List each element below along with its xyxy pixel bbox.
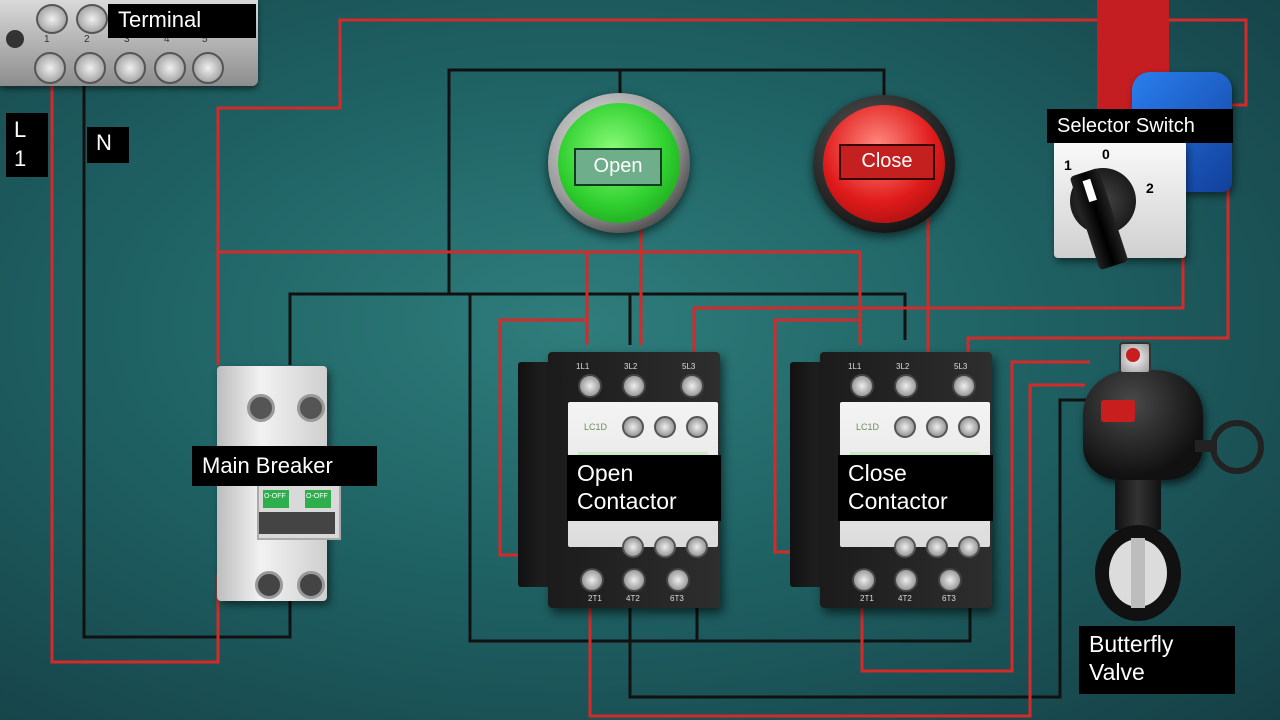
close-contactor-label: Close Contactor — [838, 455, 993, 521]
l1-label: L 1 — [6, 113, 48, 177]
open-contactor-mark-6t3: 6T3 — [670, 594, 684, 603]
terminal-number-1: 1 — [44, 34, 50, 45]
close-contactor-mark-1l1: 1L1 — [848, 362, 862, 371]
selector-position-2: 2 — [1146, 180, 1154, 196]
terminal-screw-4 — [154, 52, 186, 84]
l1-label-line2: 1 — [14, 146, 27, 171]
terminal-number-2: 2 — [84, 34, 90, 45]
selector-switch-label: Selector Switch — [1047, 109, 1233, 143]
butterfly-valve — [1075, 340, 1270, 630]
open-contactor-bottom-terminals: 2T1 4T2 6T3 — [576, 564, 716, 604]
open-contactor-label-line2: Contactor — [577, 488, 677, 514]
handwheel[interactable] — [1210, 420, 1264, 474]
selector-switch[interactable]: 1 0 2 — [1052, 72, 1232, 272]
close-contactor-mark-2t1: 2T1 — [860, 594, 874, 603]
terminal-screw-2 — [74, 52, 106, 84]
breaker-toggle: O-OFF O-OFF — [257, 484, 341, 540]
open-button-label: Open — [574, 148, 662, 186]
breaker-mark-2: O-OFF — [306, 493, 328, 500]
open-contactor-model: LC1D — [584, 422, 608, 432]
terminal-number-5: 5 — [202, 34, 208, 45]
open-contactor-mark-3l2: 3L2 — [624, 362, 638, 371]
l1-label-line1: L — [14, 117, 27, 142]
open-contactor-top-terminals: 1L1 3L2 5L3 — [576, 362, 716, 402]
neutral-wires — [82, 68, 1090, 699]
close-contactor-top-terminals: 1L1 3L2 5L3 — [848, 362, 988, 402]
terminal-screw-1 — [34, 52, 66, 84]
close-contactor-mark-4t2: 4T2 — [898, 594, 912, 603]
terminal-number-3: 3 — [124, 34, 130, 45]
open-contactor-mark-5l3: 5L3 — [682, 362, 696, 371]
breaker-mark-1: O-OFF — [264, 493, 286, 500]
terminal-label: Terminal — [108, 4, 256, 38]
actuator-body — [1083, 370, 1203, 480]
close-contactor-label-line1: Close — [848, 460, 907, 486]
close-contactor-mark-3l2: 3L2 — [896, 362, 910, 371]
butterfly-valve-label-line2: Valve — [1089, 659, 1145, 685]
open-contactor-mark-4t2: 4T2 — [626, 594, 640, 603]
terminal-screw-3 — [114, 52, 146, 84]
close-button-label: Close — [839, 144, 935, 180]
selector-position-0: 0 — [1102, 146, 1110, 162]
terminal-screw-5 — [192, 52, 224, 84]
close-contactor-mark-5l3: 5L3 — [954, 362, 968, 371]
open-contactor-mark-2t1: 2T1 — [588, 594, 602, 603]
butterfly-valve-label: Butterfly Valve — [1079, 626, 1235, 694]
close-contactor-mark-6t3: 6T3 — [942, 594, 956, 603]
close-contactor-label-line2: Contactor — [848, 488, 948, 514]
neutral-label: N — [87, 127, 129, 163]
open-contactor-mark-1l1: 1L1 — [576, 362, 590, 371]
selector-position-1: 1 — [1064, 157, 1072, 173]
close-contactor-model: LC1D — [856, 422, 880, 432]
open-contactor-label-line1: Open — [577, 460, 634, 486]
close-push-button[interactable]: Close — [813, 95, 955, 233]
terminal-number-4: 4 — [164, 34, 170, 45]
butterfly-valve-label-line1: Butterfly — [1089, 631, 1174, 657]
open-push-button[interactable]: Open — [548, 93, 690, 233]
open-contactor-label: Open Contactor — [567, 455, 721, 521]
main-breaker-label: Main Breaker — [192, 446, 377, 486]
close-contactor-bottom-terminals: 2T1 4T2 6T3 — [848, 564, 988, 604]
